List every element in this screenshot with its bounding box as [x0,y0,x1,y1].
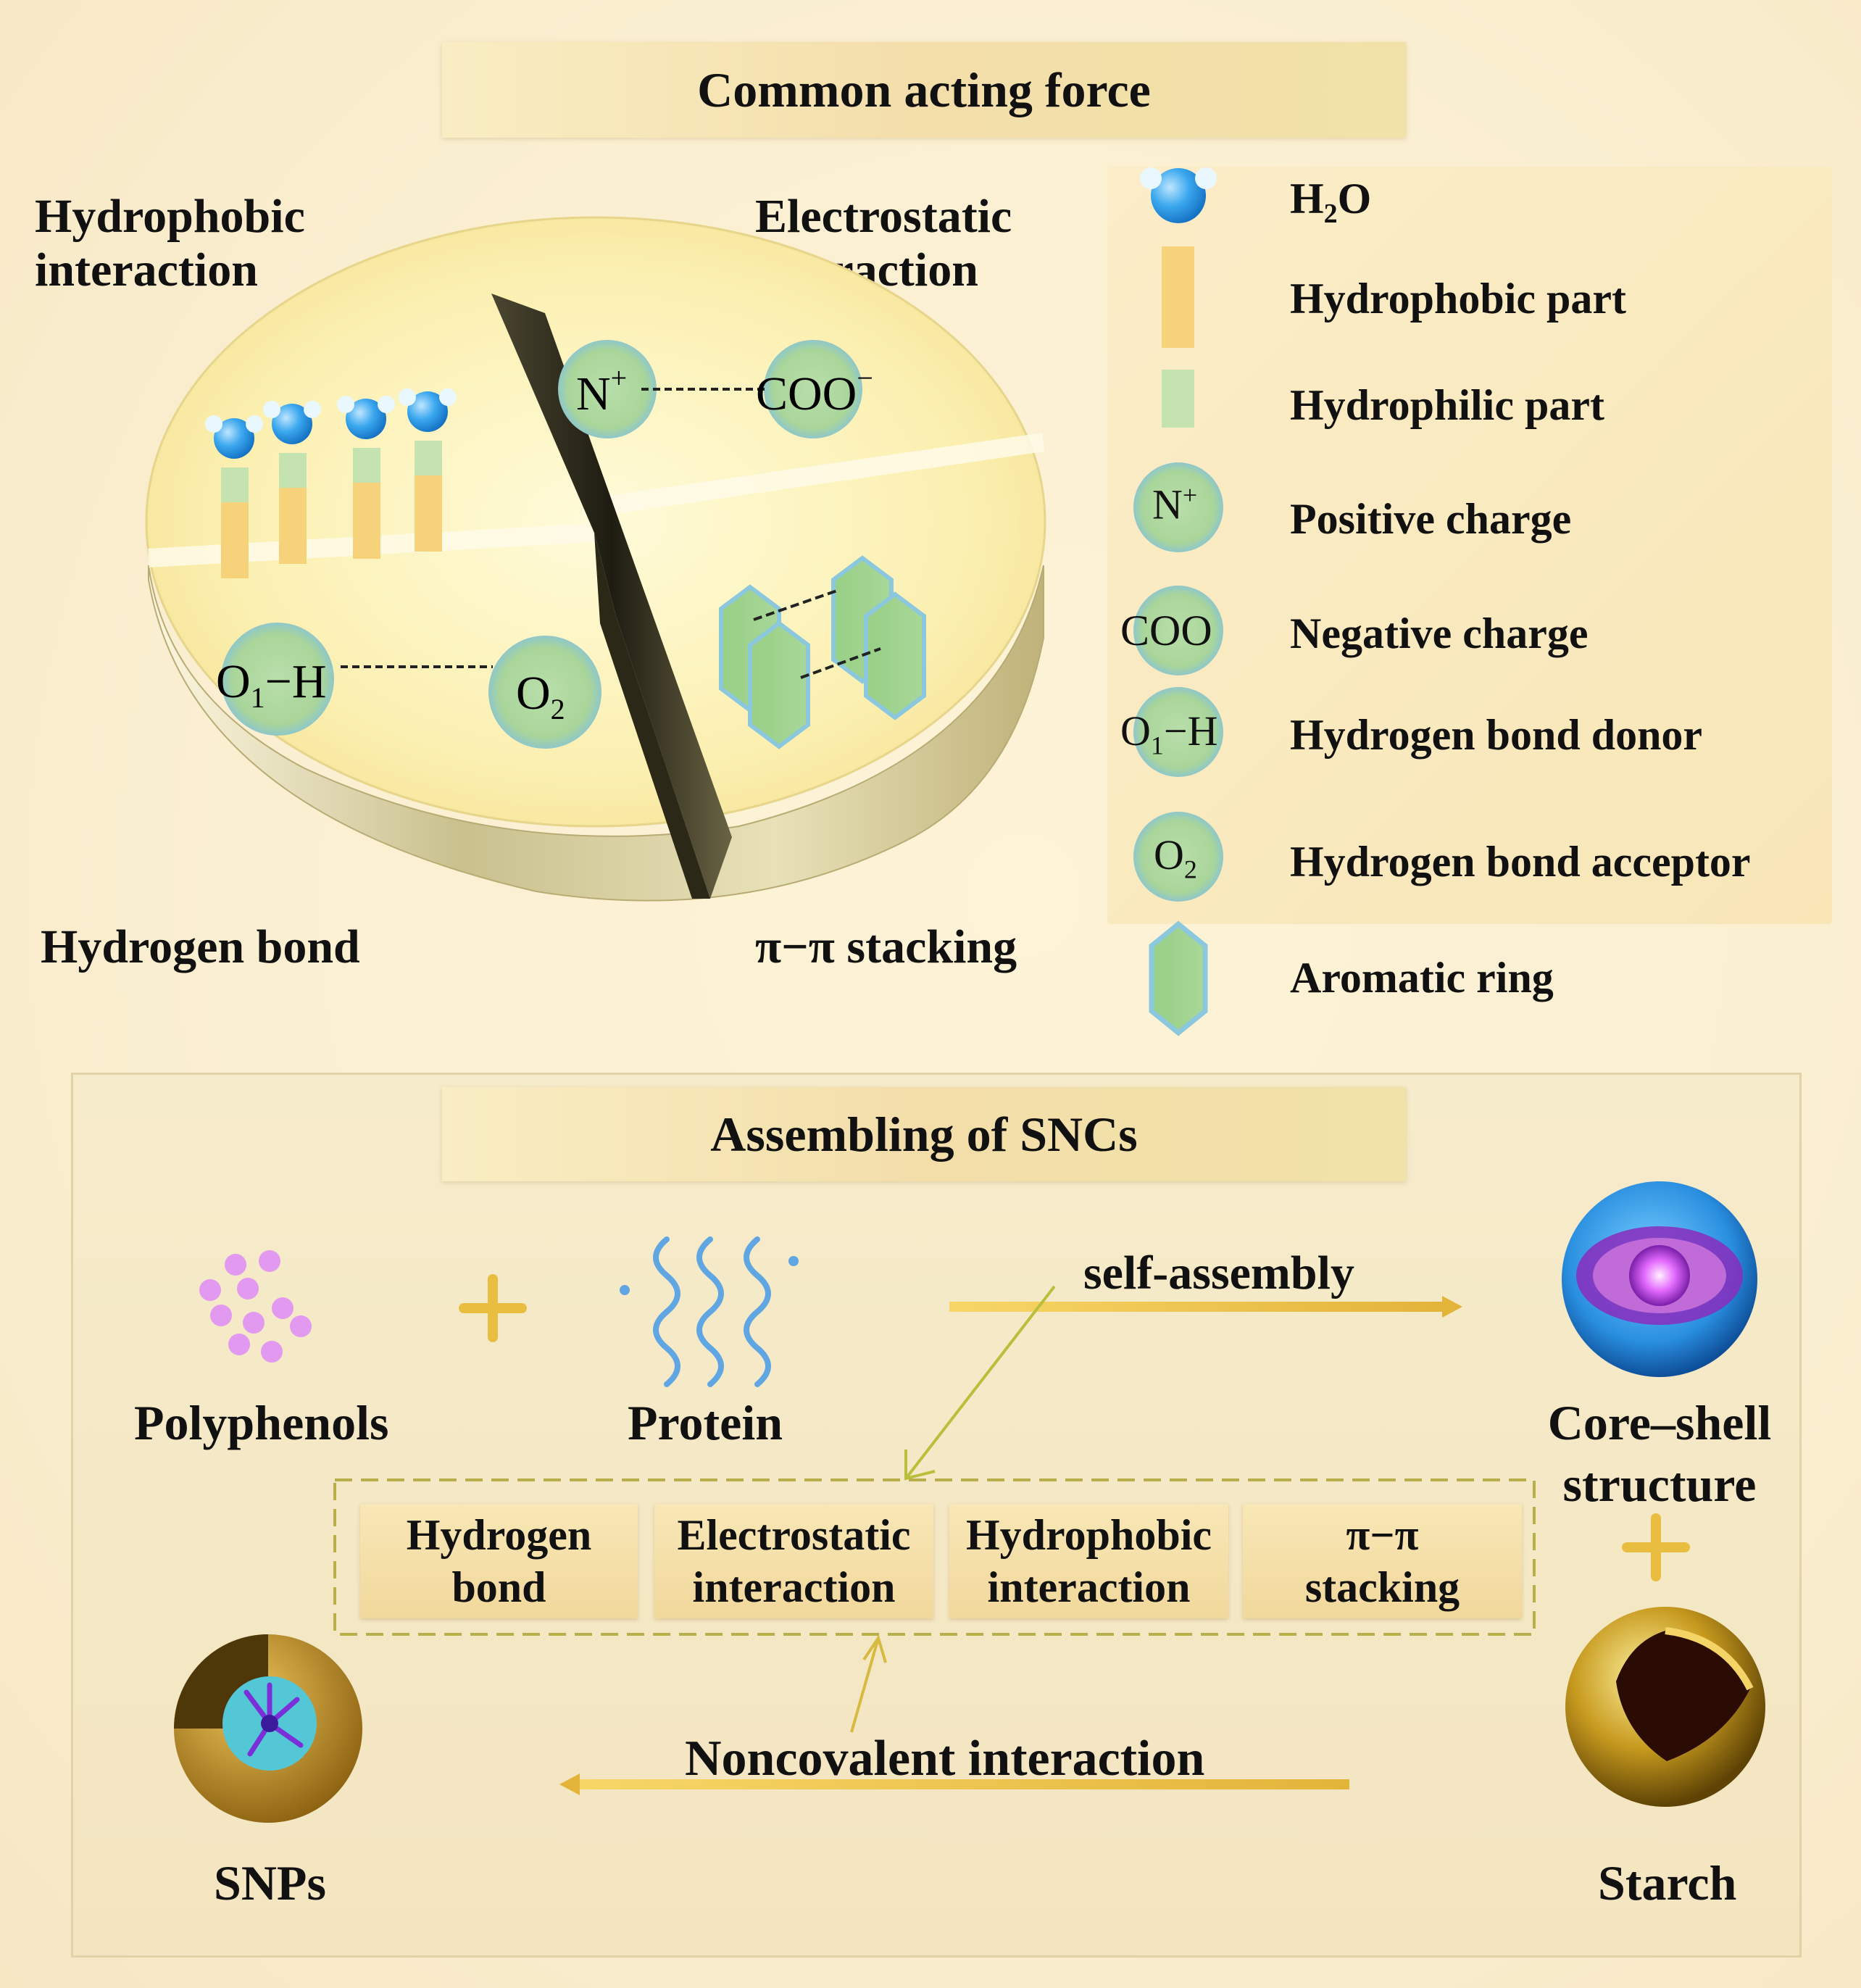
core-shell-label-line2: structure [1562,1457,1757,1512]
starch-icon [1565,1607,1765,1807]
o1-h-text: O1−H [216,655,327,714]
thin-arrow-up [850,1634,887,1733]
positive-charge-icon [1133,462,1223,552]
snps-label: SNPs [214,1855,326,1910]
disc-cut [491,294,732,899]
polyphenols-icon [199,1250,312,1363]
legend-n-plus-text: N+ [1152,481,1198,528]
polyphenols-label: Polyphenols [134,1395,389,1450]
plus-icon-right [1622,1513,1690,1581]
assembling-title: Assembling of SNCs [710,1107,1138,1162]
hydrogen-bond-label: Hydrogen bond [41,920,360,973]
protein-icon [653,1236,771,1387]
interaction-disc-diagram: N+ COO− O1−H O2 [145,216,1046,902]
legend-hydrophilic-part-label: Hydrophilic part [1290,381,1604,429]
legend-icons [1133,167,1223,1036]
starch-label: Starch [1598,1855,1737,1910]
positive-charge-circle [558,340,657,438]
hydrophobic-interaction-label: Hydrophobic interaction [35,190,305,296]
assembling-panel [71,1073,1802,1958]
hydrophilic-part-icon [1162,370,1194,428]
common-acting-force-title: Common acting force [697,62,1151,117]
n-plus-text: N+ [576,362,627,420]
legend-positive-charge-label: Positive charge [1290,495,1572,543]
hbond-acceptor-icon [1133,812,1223,902]
hbond-acceptor-circle [488,636,601,749]
assembling-banner: Assembling of SNCs [442,1087,1406,1181]
assembling-graphics [174,1181,1765,1823]
legend-aromatic-ring-label: Aromatic ring [1290,954,1554,1002]
water-icon [1140,167,1217,223]
negative-charge-circle [764,340,862,438]
amphiphile-molecules [205,388,457,578]
snps-icon [174,1634,362,1823]
common-acting-force-banner: Common acting force [442,42,1406,138]
noncovalent-interaction-label: Noncovalent interaction [685,1731,1205,1787]
legend-hydrophobic-part-label: Hydrophobic part [1290,275,1626,323]
o2-text: O2 [516,667,565,725]
noncovalent-arrow [559,1773,1349,1795]
thin-arrow-down [904,1285,1056,1481]
legend-hbond-acceptor-label: Hydrogen bond acceptor [1290,838,1751,886]
core-shell-icon [1562,1181,1757,1377]
disc-rim [148,565,1044,902]
negative-charge-icon [1133,586,1223,675]
plus-icon [459,1274,527,1342]
hbond-donor-icon [1133,687,1223,777]
legend-h2o-label: H2O [1290,175,1372,229]
coo-minus-text: COO− [756,362,873,420]
aromatic-rings-stack [719,555,926,749]
self-assembly-label: self-assembly [1083,1247,1354,1299]
self-assembly-arrow [949,1296,1462,1318]
legend-coo-text: COO [1120,607,1212,654]
pi-pi-stacking-label: π−π stacking [755,920,1017,973]
legend-o1h-text: O1−H [1120,707,1218,760]
core-shell-label-line1: Core–shell [1547,1395,1772,1450]
hydrophobic-part-icon [1162,246,1194,348]
protein-label: Protein [628,1395,783,1450]
legend-o2-text: O2 [1154,831,1197,884]
electrostatic-interaction-label: Electrostatic interaction [755,190,1012,296]
legend-hbond-donor-label: Hydrogen bond donor [1290,711,1703,759]
hbond-donor-circle [221,623,334,736]
legend-panel [1107,167,1832,924]
legend-negative-charge-label: Negative charge [1290,610,1589,657]
aromatic-ring-icon [1149,920,1208,1036]
